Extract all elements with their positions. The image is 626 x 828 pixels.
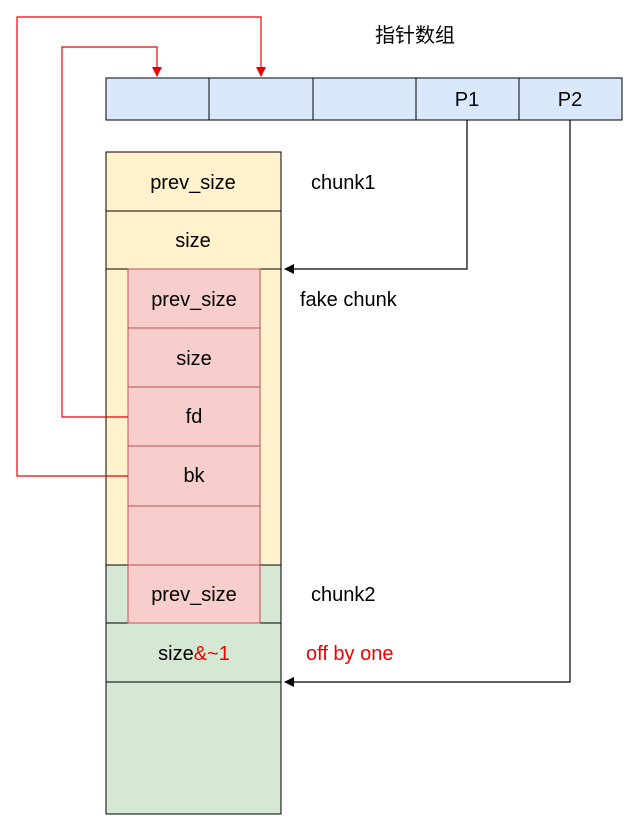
pointer-cell-1 — [208, 77, 314, 121]
chunk1-prev-size-cell — [105, 151, 282, 212]
fake-chunk-size-label: size — [176, 348, 212, 370]
pointer-cell-p1-label: P1 — [455, 89, 479, 111]
chunk2-label: chunk2 — [311, 584, 376, 606]
pointer-cell-2 — [312, 77, 417, 121]
fd-arrow — [61, 46, 162, 418]
pointer-cell-0 — [105, 77, 210, 121]
chunk1-prev-size-label: prev_size — [150, 172, 236, 194]
chunk1-size-cell — [105, 210, 282, 270]
fake-chunk-bk-label: bk — [183, 465, 205, 487]
chunk1-label: chunk1 — [311, 172, 376, 194]
chunk2-body — [105, 681, 282, 815]
bk-arrow — [16, 16, 266, 477]
fake-chunk-fd-label: fd — [186, 406, 203, 428]
chunk2-size-suffix: &~1 — [194, 643, 230, 665]
chunk1-size-label: size — [175, 230, 211, 252]
fake-chunk-prev-size-cell — [127, 268, 261, 329]
fake-chunk: prev_size size fd bk prev_size — [127, 268, 261, 624]
chunk2-size-prefix: size — [158, 643, 194, 665]
pointer-cell-p2-label: P2 — [558, 89, 582, 111]
pointer-array: P1 P2 — [105, 77, 623, 121]
fake-chunk-prev-size-label: prev_size — [151, 289, 237, 311]
p2-arrow — [284, 120, 571, 687]
pointer-cell-p2 — [518, 77, 623, 121]
off-by-one-label: off by one — [306, 643, 393, 665]
pointer-array-title: 指针数组 — [375, 24, 455, 47]
chunk2-prev-size-label: prev_size — [151, 584, 237, 606]
fake-chunk-empty-cell — [127, 505, 261, 566]
fake-chunk-fd-cell — [127, 386, 261, 447]
chunk2-size-label: size&~1 — [158, 643, 230, 665]
fake-chunk-label: fake chunk — [300, 289, 398, 311]
chunk2-prev-size-overlay — [127, 564, 261, 624]
fake-chunk-size-cell — [127, 327, 261, 388]
pointer-cell-p1 — [415, 77, 520, 121]
p1-arrow — [284, 120, 468, 274]
fake-chunk-bk-cell — [127, 445, 261, 507]
